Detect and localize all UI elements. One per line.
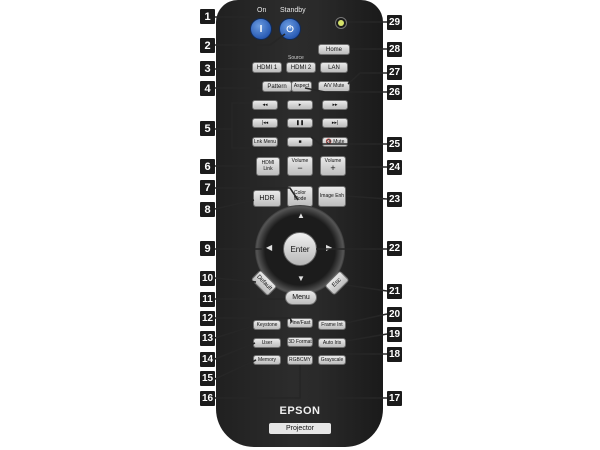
enter-button[interactable]: Enter [283, 232, 317, 266]
volume-down-label: Volume [291, 158, 309, 164]
model-label: Projector [269, 423, 331, 434]
menu-button[interactable]: Menu [285, 290, 317, 305]
callout-3: 3 [200, 61, 215, 76]
callout-6: 6 [200, 159, 215, 174]
grayscale-button[interactable]: Grayscale [318, 355, 346, 365]
callout-27: 27 [387, 65, 402, 80]
callout-4: 4 [200, 81, 215, 96]
callout-26: 26 [387, 85, 402, 100]
hdmi2-button[interactable]: HDMI 2 [286, 62, 316, 73]
left-arrow-icon[interactable]: ◀ [266, 243, 273, 252]
memory-button[interactable]: Memory [253, 355, 281, 365]
lan-button[interactable]: LAN [320, 62, 348, 73]
home-button[interactable]: Home [318, 44, 350, 55]
color-mode-button[interactable]: Color Mode [287, 186, 313, 207]
fast-forward-button[interactable]: ▸▸ [322, 100, 348, 110]
av-mute-button[interactable]: A/V Mute [318, 81, 350, 92]
pattern-button[interactable]: Pattern [262, 81, 292, 92]
3d-format-button[interactable]: 3D Format [287, 337, 313, 347]
callout-23: 23 [387, 192, 402, 207]
callout-1: 1 [200, 9, 215, 24]
power-on-button[interactable]: I [250, 18, 272, 40]
callout-16: 16 [200, 391, 215, 406]
hdmi1-button[interactable]: HDMI 1 [252, 62, 282, 73]
callout-8: 8 [200, 202, 215, 217]
next-button[interactable]: ▸▸| [322, 118, 348, 128]
on-label: On [257, 7, 267, 14]
volume-down-sign: − [297, 163, 303, 173]
callout-17: 17 [387, 391, 402, 406]
callout-13: 13 [200, 331, 215, 346]
callout-22: 22 [387, 241, 402, 256]
link-menu-button[interactable]: Lnk Menu [252, 137, 278, 147]
pause-button[interactable]: ❚❚ [287, 118, 313, 128]
brand-logo: EPSON [279, 405, 321, 417]
user-button[interactable]: User [253, 338, 281, 348]
mute-button[interactable]: 🔇 Mute [322, 137, 348, 147]
light-icon-glyph [338, 20, 344, 26]
callout-29: 29 [387, 15, 402, 30]
callout-12: 12 [200, 311, 215, 326]
callout-18: 18 [387, 347, 402, 362]
standby-button[interactable]: ⏻ [279, 18, 301, 40]
volume-down-button[interactable]: Volume − [287, 156, 313, 176]
callout-15: 15 [200, 371, 215, 386]
frame-interpolation-button[interactable]: Frame Int [318, 320, 346, 330]
callout-5: 5 [200, 121, 215, 136]
callout-9: 9 [200, 241, 215, 256]
keystone-button[interactable]: Keystone [253, 320, 281, 330]
hdmi-link-button[interactable]: HDMI Link [256, 157, 280, 176]
image-enhancement-button[interactable]: Image Enh [318, 186, 346, 207]
stop-button[interactable]: ■ [287, 137, 313, 147]
callout-20: 20 [387, 307, 402, 322]
volume-up-button[interactable]: Volume + [320, 156, 346, 176]
callout-7: 7 [200, 180, 215, 195]
aspect-button[interactable]: Aspect [291, 81, 312, 92]
callout-25: 25 [387, 137, 402, 152]
right-arrow-icon[interactable]: ▶ [326, 243, 333, 252]
up-arrow-icon[interactable]: ▲ [297, 211, 305, 220]
callout-24: 24 [387, 160, 402, 175]
callout-10: 10 [200, 271, 215, 286]
auto-iris-button[interactable]: Auto Iris [318, 338, 346, 348]
source-label: Source [288, 55, 304, 61]
previous-button[interactable]: |◂◂ [252, 118, 278, 128]
callout-19: 19 [387, 327, 402, 342]
light-icon[interactable] [335, 17, 347, 29]
callout-21: 21 [387, 284, 402, 299]
callout-28: 28 [387, 42, 402, 57]
callout-2: 2 [200, 38, 215, 53]
callout-14: 14 [200, 352, 215, 367]
volume-up-sign: + [330, 163, 336, 173]
rgbcmy-button[interactable]: RGBCMY [287, 355, 313, 365]
callout-11: 11 [200, 292, 215, 307]
volume-up-label: Volume [324, 158, 342, 164]
fine-fast-button[interactable]: Fine/Fast [287, 318, 313, 328]
hdr-button[interactable]: HDR [253, 190, 281, 207]
rewind-button[interactable]: ◂◂ [252, 100, 278, 110]
standby-label: Standby [280, 7, 306, 14]
play-button[interactable]: ▸ [287, 100, 313, 110]
down-arrow-icon[interactable]: ▼ [297, 274, 305, 283]
